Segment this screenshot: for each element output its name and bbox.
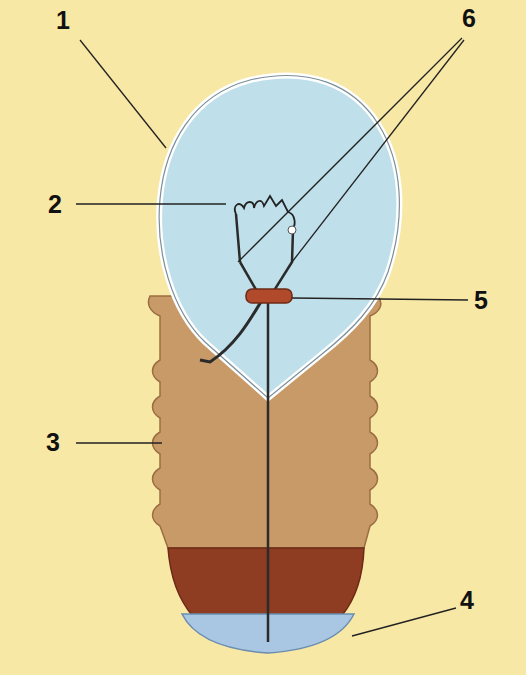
leader-line [292,298,468,300]
callout-number: 3 [46,430,60,455]
callout-number: 4 [460,588,474,613]
glass-outline [159,76,399,398]
base-insulator [168,548,364,652]
callout-number: 2 [48,192,62,217]
leader-line [352,608,456,636]
support-wire [236,214,240,262]
callout-number: 5 [474,288,488,313]
glass-bulb [159,76,399,398]
glass-bead [246,289,292,303]
side-wire [200,300,262,362]
callout-number: 1 [56,8,70,33]
leader-line [292,40,464,262]
leader-line [76,203,226,204]
callout-number: 6 [462,6,476,31]
filament-joint [288,226,296,234]
leader-line [76,442,162,443]
filament [235,196,295,230]
leader-line [80,40,166,148]
leader-line [238,38,462,262]
